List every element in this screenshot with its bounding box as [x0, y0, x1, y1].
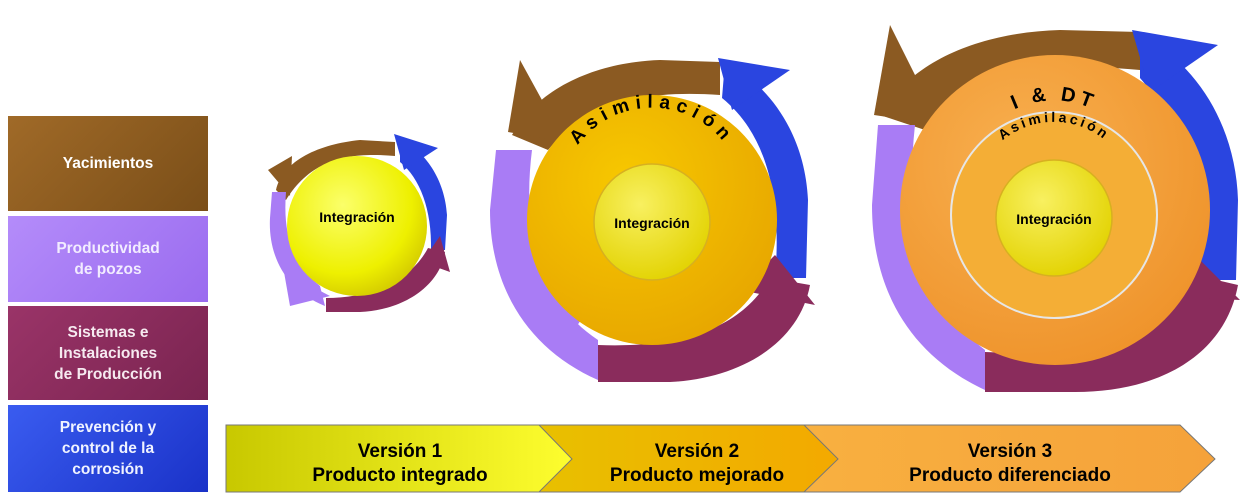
legend-line: de pozos [74, 261, 142, 278]
integracion-circle [593, 163, 711, 281]
cycle-arrow-sistemas [598, 278, 810, 382]
integracion-circle [287, 156, 427, 296]
arrow-head-sistemas [740, 255, 815, 305]
legend-prevencion-corrosion: Prevención y control de la corrosión [8, 405, 208, 492]
legend-line: Productividad [56, 240, 160, 257]
version-subtitle: Producto diferenciado [909, 465, 1111, 486]
version-subtitle: Producto mejorado [609, 465, 785, 486]
timeline [225, 424, 1216, 493]
cycle-arrow-yacimientos [276, 140, 395, 200]
stage-1-cycle: Integración [268, 134, 450, 312]
arrow-head-productividad [284, 272, 330, 306]
integracion-label: Integración [319, 209, 394, 225]
arrow-head-corrosion [718, 58, 790, 110]
legend-line: Instalaciones [58, 344, 158, 362]
stage-2-cycle: Asimilación Integración [490, 58, 815, 382]
arrow-head-yacimientos [874, 25, 940, 125]
timeline-label-version-1: Versión 1 Producto integrado [280, 440, 520, 488]
integracion-label: Integración [614, 215, 689, 231]
cycle-arrow-productividad [269, 192, 325, 306]
cycle-arrow-corrosion [722, 62, 808, 278]
legend-line: Yacimientos [62, 155, 154, 172]
cycle-arrow-corrosion [400, 140, 447, 250]
legend-line: Sistemas e [67, 323, 149, 341]
stage-3-cycle: I & DT Asimilación Integración [872, 25, 1240, 392]
integracion-circle [995, 159, 1113, 277]
legend-line: de Producción [54, 365, 162, 383]
legend-line: Prevención y [59, 419, 157, 436]
arrow-head-sistemas [422, 236, 450, 272]
version-title: Versión 1 [357, 441, 443, 462]
cycle-arrow-sistemas [326, 248, 445, 312]
legend-yacimientos: Yacimientos [8, 116, 208, 211]
arrow-head-corrosion [394, 134, 438, 170]
arrow-head-yacimientos [268, 156, 292, 196]
integracion-label: Integración [1016, 211, 1091, 227]
arrow-head-yacimientos [508, 60, 565, 142]
legend-productividad-de-pozos: Productividad de pozos [8, 216, 208, 302]
legend-sistemas-e-instalaciones: Sistemas e Instalaciones de Producción [8, 306, 208, 400]
version-title: Versión 3 [967, 441, 1053, 462]
timeline-arrow-version-3 [802, 424, 1216, 493]
timeline-label-version-3: Versión 3 Producto diferenciado [870, 440, 1150, 488]
legend-line: corrosión [72, 461, 144, 478]
arrow-head-corrosion [1132, 30, 1218, 92]
legend-line: control de la [61, 440, 155, 457]
cycle-arrow-yacimientos [512, 60, 720, 150]
version-subtitle: Producto integrado [312, 465, 488, 486]
version-title: Versión 2 [654, 441, 740, 462]
timeline-label-version-2: Versión 2 Producto mejorado [597, 440, 797, 488]
